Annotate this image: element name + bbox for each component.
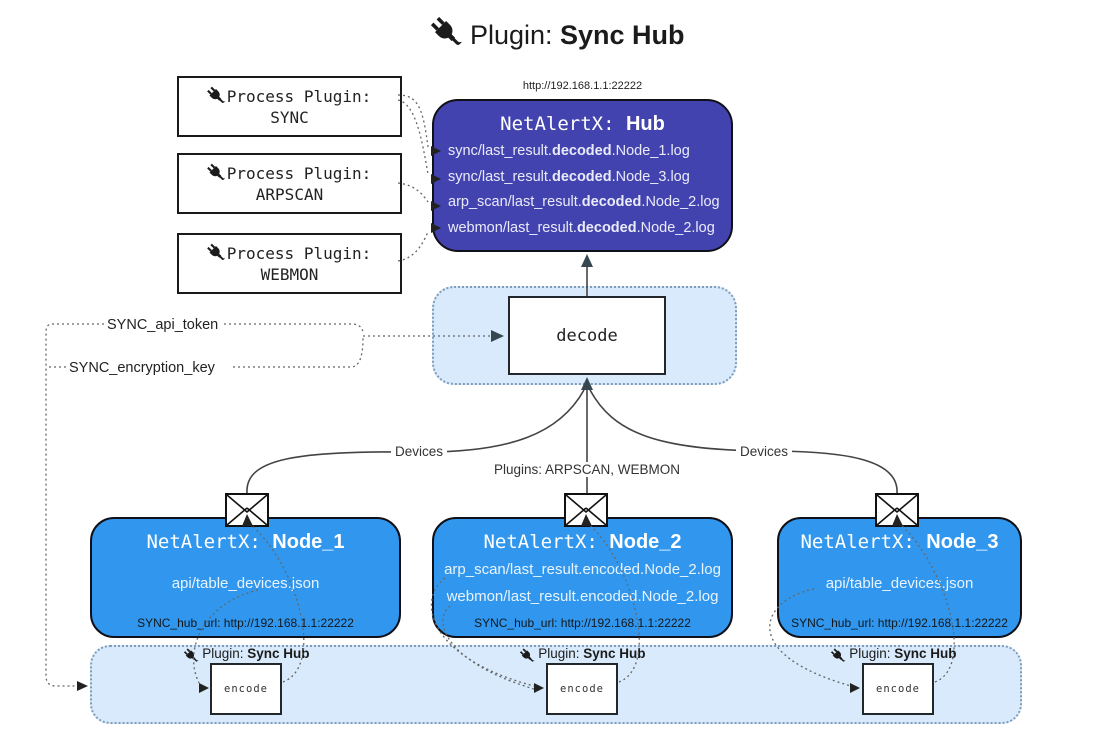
edge-sync-to-hub-1	[397, 94, 429, 148]
edge-sync-to-hub-2	[397, 99, 429, 175]
hub-box: NetAlertX: Hub sync/last_result.decoded.…	[432, 99, 733, 252]
edge-token-right	[219, 323, 364, 335]
hub-log-line: sync/last_result.decoded.Node_1.log	[448, 143, 690, 159]
encode-box: encode	[546, 663, 618, 715]
node-3-box: NetAlertX: Node_3 api/table_devices.json…	[777, 517, 1022, 638]
plug-icon	[431, 16, 463, 45]
plug-icon	[206, 243, 225, 260]
edge-key-right	[233, 337, 364, 368]
edge-webmon-to-hub	[397, 231, 429, 262]
page-title-prefix: Plugin:	[469, 20, 561, 50]
edge-label-devices-left: Devices	[390, 444, 448, 459]
hub-log-line: webmon/last_result.decoded.Node_2.log	[448, 219, 715, 236]
plug-icon	[830, 648, 846, 662]
hub-log-line: arp_scan/last_result.decoded.Node_2.log	[448, 194, 720, 210]
plug-icon	[519, 648, 535, 662]
decode-box: decode	[508, 296, 666, 375]
edge-label-plugins: Plugins: ARPSCAN, WEBMON	[489, 462, 685, 477]
encode-box: encode	[210, 663, 282, 715]
encoder-plugin-label: Plugin: Sync Hub	[830, 646, 957, 664]
plug-icon	[206, 86, 225, 103]
node-2-box: NetAlertX: Node_2 arp_scan/last_result.e…	[432, 517, 733, 638]
process-plugin-label: Process Plugin:	[226, 163, 372, 183]
edge-node1-devices	[246, 389, 585, 494]
page-title: Plugin: Sync Hub	[0, 16, 1117, 51]
process-plugin-label: Process Plugin:	[226, 243, 372, 263]
node-1-box: NetAlertX: Node_1 api/table_devices.json…	[90, 517, 401, 638]
plug-icon	[183, 648, 199, 662]
process-plugin-arpscan: Process Plugin: ARPSCAN	[177, 153, 402, 214]
envelope-icon	[875, 493, 919, 527]
encoder-plugin-label: Plugin: Sync Hub	[519, 646, 646, 664]
node-title: NetAlertX: Node_3	[800, 531, 999, 553]
node-hub-url: SYNC_hub_url: http://192.168.1.1:22222	[474, 616, 691, 630]
process-plugin-name: WEBMON	[260, 265, 319, 284]
process-plugin-sync: Process Plugin: SYNC	[177, 76, 402, 137]
encoder-plugin-label: Plugin: Sync Hub	[183, 646, 310, 664]
node-title: NetAlertX: Node_1	[146, 531, 345, 553]
edge-label-devices-right: Devices	[735, 444, 793, 459]
sync-api-token-label: SYNC_api_token	[104, 317, 222, 333]
node-file: webmon/last_result.encoded.Node_2.log	[446, 588, 719, 605]
node-hub-url: SYNC_hub_url: http://192.168.1.1:22222	[137, 616, 354, 630]
plug-icon	[206, 163, 225, 180]
hub-url: http://192.168.1.1:22222	[522, 80, 643, 92]
envelope-icon	[564, 493, 608, 527]
node-title: NetAlertX: Node_2	[483, 531, 682, 553]
encode-box: encode	[862, 663, 934, 715]
process-plugin-name: ARPSCAN	[255, 185, 324, 204]
edge-node3-devices	[589, 389, 898, 494]
node-file: api/table_devices.json	[171, 575, 320, 592]
node-file: api/table_devices.json	[825, 575, 974, 592]
envelope-icon	[225, 493, 269, 527]
edge-arpscan-to-hub	[397, 182, 429, 203]
process-plugin-name: SYNC	[270, 108, 309, 127]
page-title-name: Sync Hub	[560, 20, 685, 50]
node-file: arp_scan/last_result.encoded.Node_2.log	[444, 561, 721, 578]
hub-title: NetAlertX: Hub	[500, 113, 665, 135]
process-plugin-webmon: Process Plugin: WEBMON	[177, 233, 402, 294]
process-plugin-label: Process Plugin:	[226, 86, 372, 106]
node-hub-url: SYNC_hub_url: http://192.168.1.1:22222	[791, 616, 1008, 630]
hub-log-line: sync/last_result.decoded.Node_3.log	[448, 168, 690, 185]
edge-token-left	[45, 323, 104, 687]
sync-encryption-key-label: SYNC_encryption_key	[66, 360, 218, 376]
